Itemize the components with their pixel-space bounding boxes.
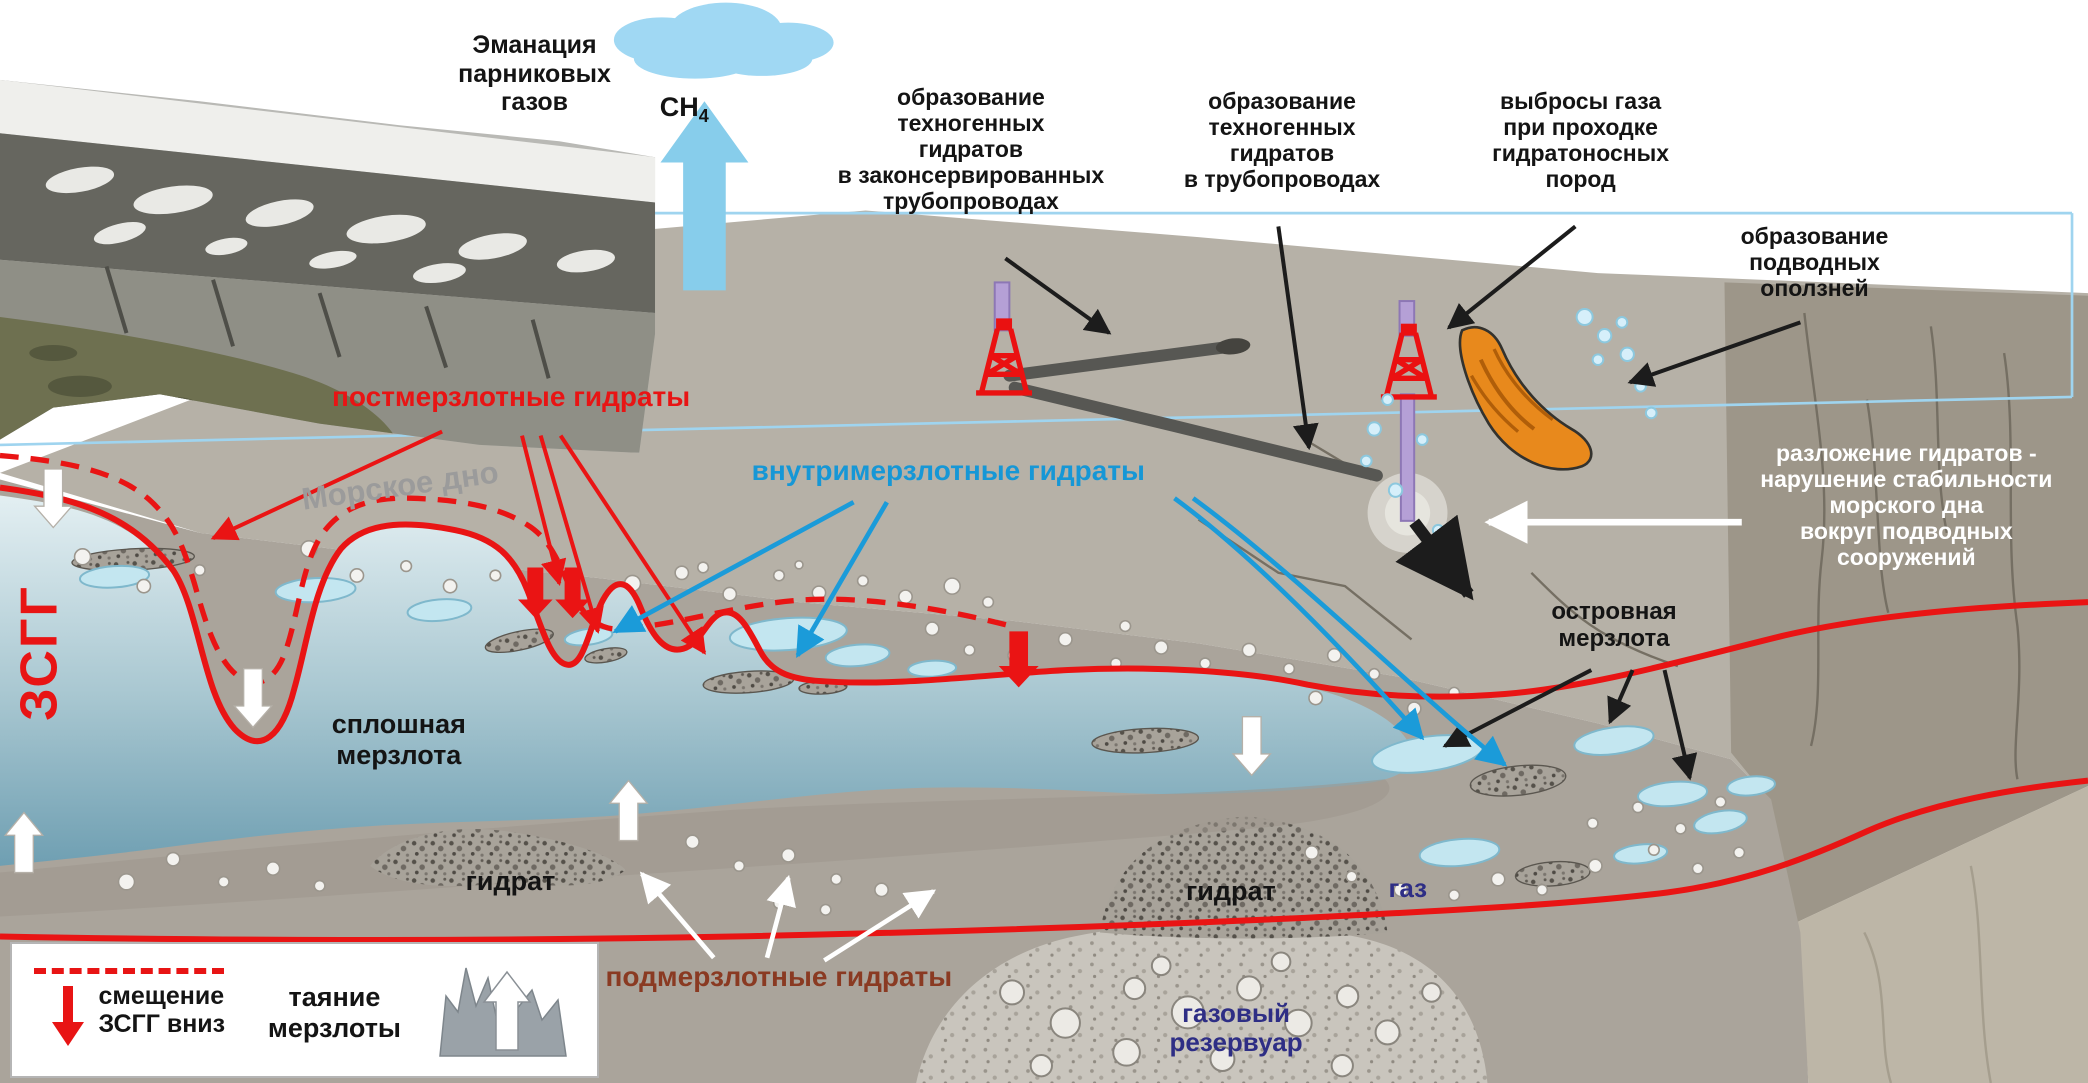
methane-clouds [613, 2, 834, 79]
white-block-arrows [3, 468, 1272, 874]
hydrate-decomposition-label: разложение гидратов - нарушение стабильн… [1760, 439, 2053, 570]
hydrate-left-label: гидрат [465, 866, 556, 897]
sea-surface-lines [0, 211, 2074, 447]
pipeline-conserved [1003, 338, 1251, 382]
gas-label: газ [1388, 872, 1428, 903]
legend-shift-label: смещение ЗСГГ вниз [98, 982, 226, 1039]
terrain-bottom-right [1797, 785, 2088, 1083]
zsgg-boundaries [0, 452, 2088, 943]
drilling-rig-right [1380, 323, 1437, 400]
blue-annotation-arrows [612, 496, 1508, 767]
water-bubbles [1359, 308, 1658, 537]
intra-permafrost-hydrates-label: внутримерзлотные гидраты [751, 454, 1145, 486]
ch4-label: CH4 [660, 62, 709, 127]
emanation-label: Эманация парниковых газов [458, 31, 611, 116]
ch4-base: CH [659, 92, 699, 123]
permafrost-melting-icon [439, 968, 568, 1057]
underwater-landslides-label: образование подводных оползней [1740, 223, 1889, 302]
continuous-permafrost-label: сплошная мерзлота [331, 709, 466, 770]
gas-reservoir-label: газовый резервуар [1169, 997, 1303, 1057]
ch4-subscript: 4 [698, 106, 709, 127]
gas-emissions-label: выбросы газа при проходке гидратоносных … [1492, 87, 1670, 192]
drilling-rig-left [976, 318, 1033, 396]
surface-cracks [1197, 312, 2021, 1083]
hydrate-right-label: гидрат [1185, 876, 1276, 907]
legend-melting-label: таяние мерзлоты [267, 982, 401, 1043]
red-annotation-arrows [210, 429, 707, 655]
black-annotation-arrows [1004, 224, 1802, 781]
white-annotation-arrows [639, 871, 937, 963]
zsgg-label: ЗСГГ [10, 585, 69, 721]
sub-permafrost-hydrates-label: подмерзлотные гидраты [605, 960, 953, 992]
legend-box: смещение ЗСГГ вниз таяние мерзлоты [10, 942, 600, 1079]
zsgg-dashed-line [0, 452, 1017, 686]
coastal-photo [0, 79, 656, 453]
zsgg-bottom-line [0, 777, 2088, 943]
legend-shift-down-arrow [52, 986, 85, 1047]
methane-up-arrow [660, 101, 749, 291]
zsgg-top-line [0, 484, 2088, 745]
landslide-texture [1469, 348, 1554, 433]
tech-hydrates-conserved-label: образование техногенных гидратов в закон… [837, 84, 1105, 215]
island-permafrost-label: островная мерзлота [1551, 597, 1677, 652]
terrain-right-face [1724, 282, 2088, 922]
pipeline-active [1008, 381, 1383, 482]
reservoir-bubbles [999, 951, 1442, 1078]
hydrate-lens-large-left [370, 828, 626, 886]
post-permafrost-hydrates-label: постмерзлотные гидраты [331, 381, 691, 413]
dark-hydrate-lenses [71, 547, 1591, 887]
tech-hydrates-pipelines-label: образование техногенных гидратов в трубо… [1183, 87, 1381, 192]
legend-zsgg-dashed-line [34, 968, 225, 975]
